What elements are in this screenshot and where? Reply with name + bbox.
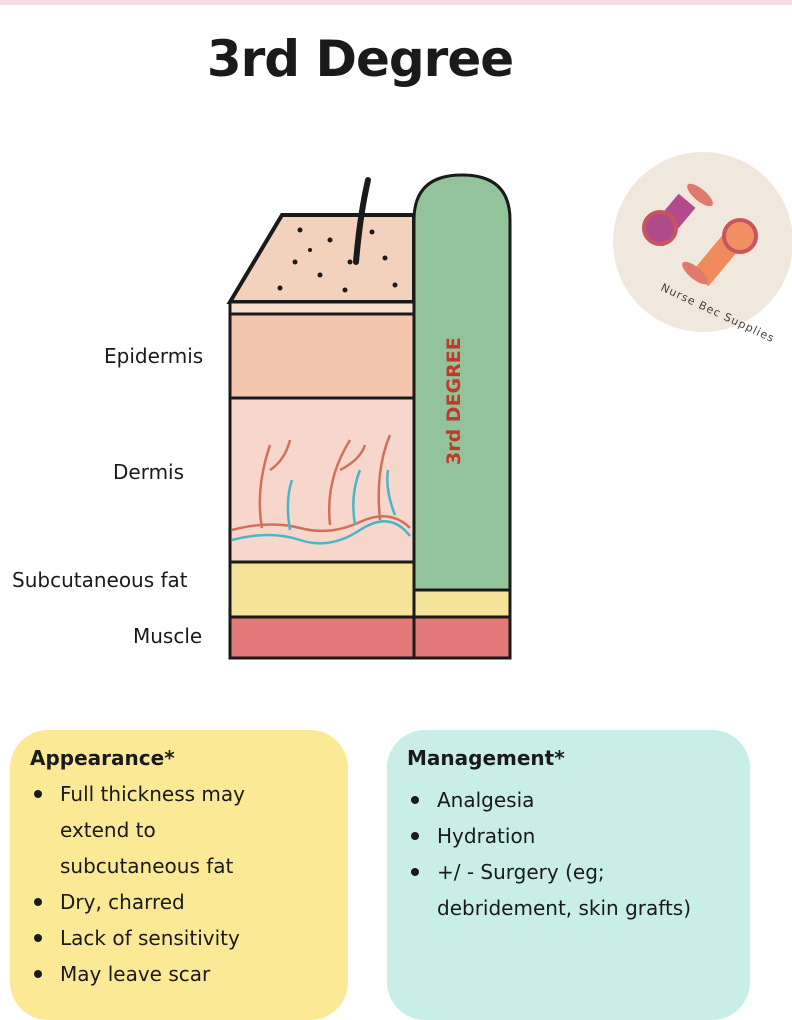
epidermis-layer	[228, 312, 416, 400]
appearance-item: Full thickness may extend to subcutaneou…	[34, 776, 290, 884]
hair-icon	[353, 177, 371, 265]
appearance-item: May leave scar	[34, 956, 328, 992]
page-title: 3rd Degree	[206, 30, 514, 88]
appearance-heading: Appearance*	[30, 746, 175, 770]
management-item: Hydration	[411, 818, 730, 854]
blood-vessels	[231, 434, 411, 545]
label-muscle: Muscle	[133, 624, 203, 648]
pores	[277, 227, 398, 293]
management-card: Management* Analgesia Hydration +/ - Sur…	[387, 730, 750, 1020]
appearance-card: Appearance* Full thickness may extend to…	[10, 730, 348, 1020]
management-item: +/ - Surgery (eg; debridement, skin graf…	[411, 854, 727, 926]
burn-depth-column	[412, 173, 512, 592]
skin-layers-diagram: 3rd DEGREE Nurse Bec Supplies	[226, 152, 792, 660]
label-subcutaneous-fat: Subcutaneous fat	[12, 568, 188, 592]
top-border	[0, 0, 792, 5]
label-dermis: Dermis	[113, 460, 185, 484]
fat-layer	[228, 560, 416, 619]
appearance-item: Dry, charred	[34, 884, 328, 920]
appearance-item: Lack of sensitivity	[34, 920, 328, 956]
brand-logo: Nurse Bec Supplies	[613, 152, 792, 345]
muscle-layer	[228, 615, 416, 660]
label-epidermis: Epidermis	[104, 344, 204, 368]
column-label: 3rd DEGREE	[443, 337, 465, 465]
management-heading: Management*	[407, 746, 565, 770]
management-item: Analgesia	[411, 782, 730, 818]
